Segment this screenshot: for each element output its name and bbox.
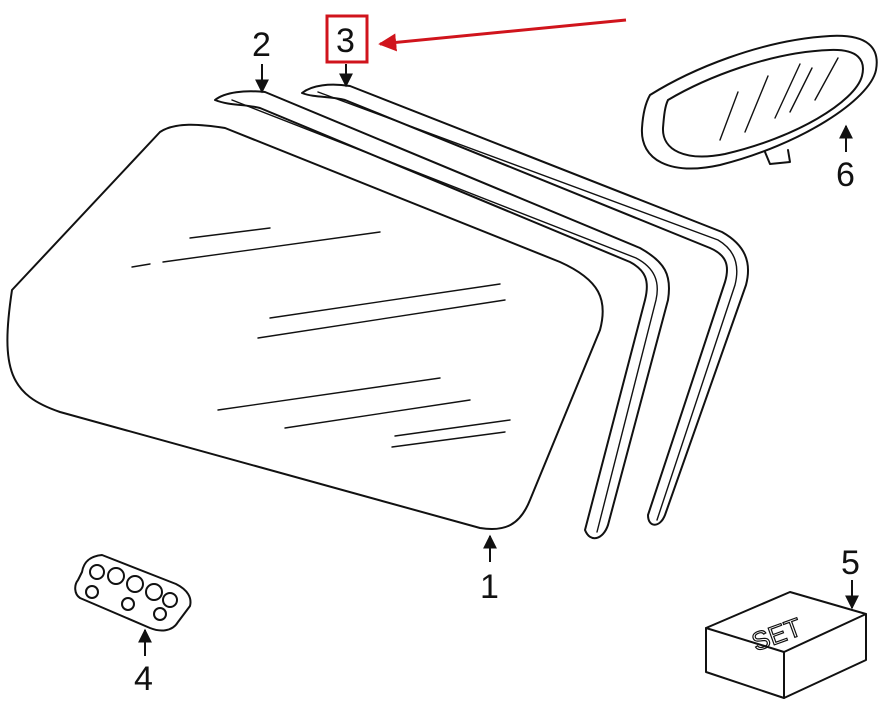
callout-1: 1 xyxy=(480,568,499,606)
callout-6: 6 xyxy=(836,156,855,194)
rearview-mirror xyxy=(640,34,878,170)
installation-kit-box: SET xyxy=(705,591,867,699)
windshield-glass xyxy=(6,123,604,530)
kit-label: SET xyxy=(748,612,806,658)
callout-4: 4 xyxy=(134,660,153,698)
upper-molding xyxy=(214,90,670,540)
mounting-bracket xyxy=(74,554,192,632)
outer-molding xyxy=(301,83,750,526)
highlight-arrow xyxy=(378,18,627,52)
callout-2: 2 xyxy=(252,26,271,64)
callout-3: 3 xyxy=(336,22,355,60)
callout-3-highlight-box xyxy=(325,14,369,64)
callout-5: 5 xyxy=(841,544,860,582)
